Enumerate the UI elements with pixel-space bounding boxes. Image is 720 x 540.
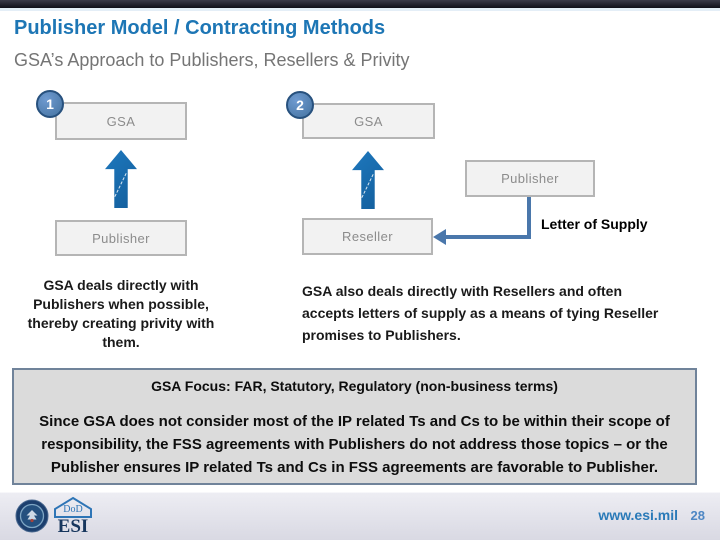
gsa-focus-heading: GSA Focus: FAR, Statutory, Regulatory (n… — [151, 378, 558, 394]
node-box-reseller-label: Reseller — [342, 229, 393, 244]
gsa-focus-body: Since GSA does not consider most of the … — [39, 413, 670, 476]
step-badge-2: 2 — [286, 91, 314, 119]
website-link[interactable]: www.esi.mil — [598, 507, 678, 523]
arrow-dash-decoration — [114, 173, 127, 197]
footer-band: DoD ESI www.esi.mil 28 — [0, 492, 720, 540]
up-arrow-right — [352, 151, 384, 209]
gsa-focus-box: GSA Focus: FAR, Statutory, Regulatory (n… — [12, 368, 697, 485]
node-box-publisher-left-label: Publisher — [92, 230, 150, 246]
node-box-gsa-right: GSA — [302, 103, 435, 139]
node-box-publisher-right: Publisher — [465, 160, 595, 197]
node-box-reseller: Reseller — [302, 218, 433, 255]
dod-seal-icon — [15, 499, 49, 538]
page-title: Publisher Model / Contracting Methods — [14, 17, 386, 39]
diagram-right-caption: GSA also deals directly with Resellers a… — [302, 283, 659, 343]
arrow-dash-decoration — [361, 174, 374, 198]
diagram-left-caption: GSA deals directly with Publishers when … — [27, 277, 215, 350]
esi-logo: DoD ESI — [52, 496, 96, 540]
letter-of-supply-label: Letter of Supply — [541, 216, 648, 232]
up-arrow-left — [105, 150, 137, 208]
top-accent-bar — [0, 0, 720, 11]
page-number: 28 — [690, 508, 705, 523]
node-box-publisher-right-label: Publisher — [501, 171, 559, 186]
step-badge-1-number: 1 — [46, 96, 54, 112]
node-box-gsa-left: GSA — [55, 102, 187, 140]
node-box-gsa-left-label: GSA — [106, 113, 136, 129]
step-badge-2-number: 2 — [296, 97, 304, 113]
letter-of-supply-connector-vertical — [527, 197, 531, 239]
node-box-gsa-right-label: GSA — [354, 113, 383, 129]
page-subtitle: GSA’s Approach to Publishers, Resellers … — [14, 50, 410, 70]
esi-logo-top-text: DoD — [63, 504, 82, 515]
esi-logo-main-text: ESI — [58, 516, 89, 536]
letter-of-supply-connector-horizontal — [445, 235, 531, 239]
letter-of-supply-arrowhead-icon — [433, 229, 446, 245]
node-box-publisher-left: Publisher — [55, 220, 187, 256]
step-badge-1: 1 — [36, 90, 64, 118]
